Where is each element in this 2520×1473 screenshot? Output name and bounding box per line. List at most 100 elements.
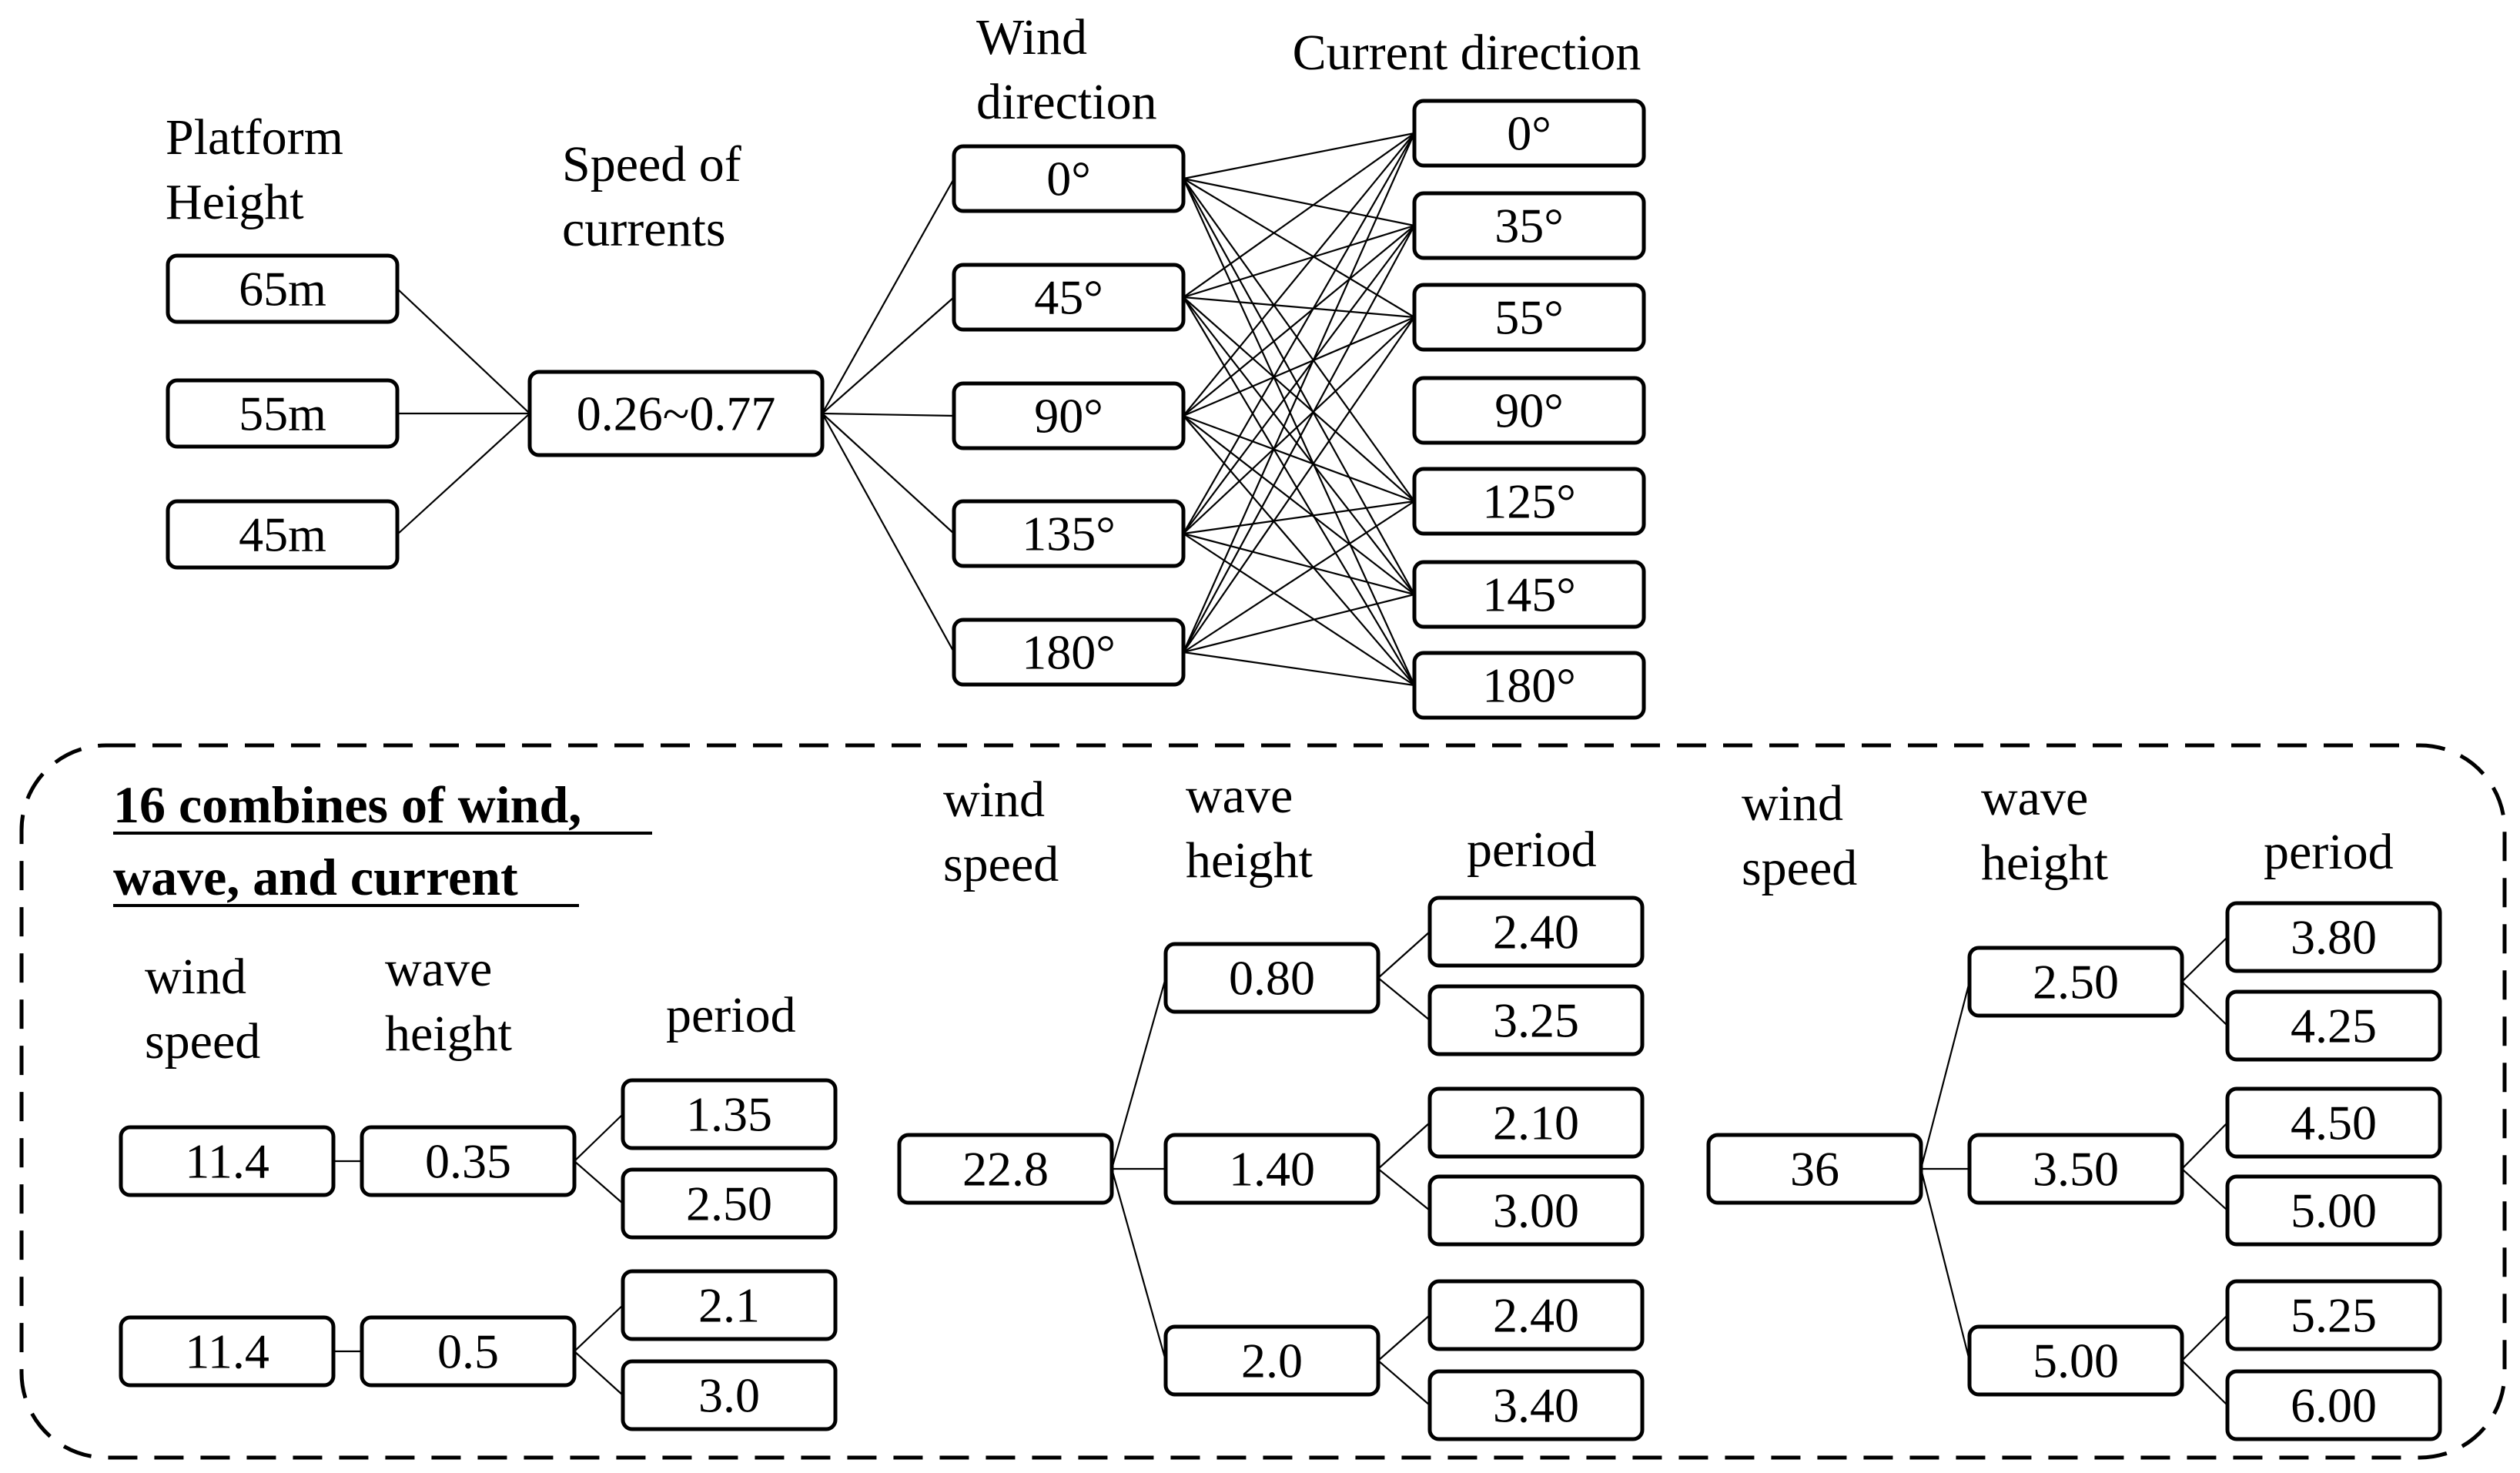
period-node-box [2225, 1086, 2442, 1159]
wind-to-current-line [1183, 532, 1415, 596]
period-node: 2.50 [621, 1167, 838, 1240]
header-wind-speed-line: speed [943, 836, 1059, 892]
wave-height-node-box [1163, 942, 1380, 1014]
current-speed-node-text: 0.26~0.77 [577, 387, 776, 441]
period-node-text: 3.00 [1493, 1183, 1579, 1238]
header-wind-speed-line: speed [1742, 840, 1857, 896]
speed-to-height-line [1110, 977, 1167, 1170]
header-platform-height-line: Height [166, 174, 304, 230]
wind-to-current-line [1182, 132, 1416, 653]
period-node-box [1427, 1174, 1645, 1247]
height-to-period-line [574, 1160, 624, 1204]
wind-to-current-line [1183, 415, 1415, 686]
wind-speed-node-box [1706, 1133, 1923, 1205]
period-node-box [2225, 1279, 2442, 1351]
speed-to-wind-line [822, 413, 955, 653]
wave-height-node: 3.50 [1967, 1133, 2184, 1205]
header-platform-height-line: Platform [166, 109, 343, 166]
current-direction-node-text: 145° [1482, 567, 1576, 622]
height-to-period-line [574, 1304, 624, 1352]
height-to-period-line [1377, 931, 1431, 979]
period-node-text: 2.50 [686, 1177, 772, 1231]
current-direction-node: 0° [1412, 99, 1646, 168]
speed-to-height-line [1919, 981, 1971, 1170]
wind-direction-node-box [952, 144, 1186, 213]
wind-direction-node-text: 135° [1022, 507, 1116, 561]
header-period-line: period [1467, 822, 1597, 878]
wave-height-node-text: 0.5 [437, 1324, 499, 1379]
period-node-box [2225, 1174, 2442, 1247]
period-node: 5.00 [2225, 1174, 2442, 1247]
wave-height-node-box [1967, 1133, 2184, 1205]
header-period-line: period [666, 987, 796, 1043]
header-wind-speed-line: wind [943, 772, 1045, 828]
height-to-period-line [574, 1113, 624, 1162]
period-node-text: 4.25 [2291, 999, 2377, 1053]
header-wave-height-line: height [1186, 832, 1313, 889]
period-node: 3.00 [1427, 1174, 1645, 1247]
period-node-text: 2.40 [1493, 1288, 1579, 1343]
height-to-period-line [1377, 1168, 1431, 1211]
wind-direction-node: 180° [952, 618, 1186, 687]
wind-direction-node-text: 45° [1034, 270, 1103, 325]
speed-to-wind-line [822, 178, 955, 414]
current-direction-node: 55° [1412, 283, 1646, 352]
wind-to-current-line [1183, 178, 1415, 502]
header-wind-speed-line: wind [145, 949, 246, 1005]
current-speed-node: 0.26~0.77 [527, 370, 825, 457]
period-node-box [621, 1269, 838, 1341]
period-node-box [1427, 896, 1645, 968]
period-node-text: 5.25 [2291, 1288, 2377, 1343]
platform-height-node: 55m [166, 378, 400, 449]
wave-height-node-text: 0.35 [425, 1134, 511, 1189]
height-to-period-line [1377, 1314, 1431, 1361]
wind-speed-node-text: 22.8 [962, 1142, 1049, 1197]
wind-direction-node-box [952, 381, 1186, 450]
wind-speed-node-text: 36 [1790, 1142, 1839, 1197]
period-node-box [1427, 1369, 1645, 1441]
period-node-text: 3.25 [1493, 993, 1579, 1048]
wind-speed-node: 11.4 [119, 1315, 336, 1388]
wave-height-node-box [360, 1315, 577, 1388]
period-node: 3.25 [1427, 984, 1645, 1056]
period-node: 3.0 [621, 1359, 838, 1431]
current-direction-node-text: 35° [1494, 199, 1564, 253]
header-speed-of-currents-line: Speed of [562, 136, 741, 192]
period-node: 3.80 [2225, 901, 2442, 973]
period-node: 2.10 [1427, 1086, 1645, 1159]
header-wind-direction-line: direction [976, 74, 1157, 130]
wind-to-current-line [1183, 225, 1415, 534]
speed-to-wind-line [822, 412, 955, 417]
period-node-box [1427, 1279, 1645, 1351]
wind-to-current-line [1183, 132, 1415, 180]
header-wind-speed-line: speed [145, 1013, 260, 1070]
current-direction-node-box [1412, 467, 1646, 536]
current-direction-node: 125° [1412, 467, 1646, 536]
wave-height-node-box [360, 1125, 577, 1197]
height-to-period-line [2181, 1314, 2228, 1361]
period-node-text: 4.50 [2291, 1096, 2377, 1150]
height-to-period-line [574, 1351, 624, 1396]
speed-to-height-line [1110, 1168, 1167, 1361]
period-node: 3.40 [1427, 1369, 1645, 1441]
connector-lines [333, 132, 2228, 1406]
wind-speed-node-text: 11.4 [185, 1324, 269, 1379]
wind-direction-node-box [952, 263, 1186, 332]
current-speed-node-box [527, 370, 825, 457]
wind-to-current-line [1183, 316, 1415, 417]
wave-height-node-box [1967, 946, 2184, 1018]
platform-height-node-text: 45m [239, 507, 326, 562]
wind-to-current-line [1183, 224, 1415, 299]
wind-to-current-line [1183, 296, 1415, 686]
period-node-box [621, 1359, 838, 1431]
current-direction-node-text: 0° [1507, 106, 1551, 161]
period-node-text: 1.35 [686, 1087, 772, 1142]
period-node: 2.40 [1427, 1279, 1645, 1351]
current-direction-node-box [1412, 191, 1646, 260]
combinations-dashed-border [19, 743, 2507, 1460]
